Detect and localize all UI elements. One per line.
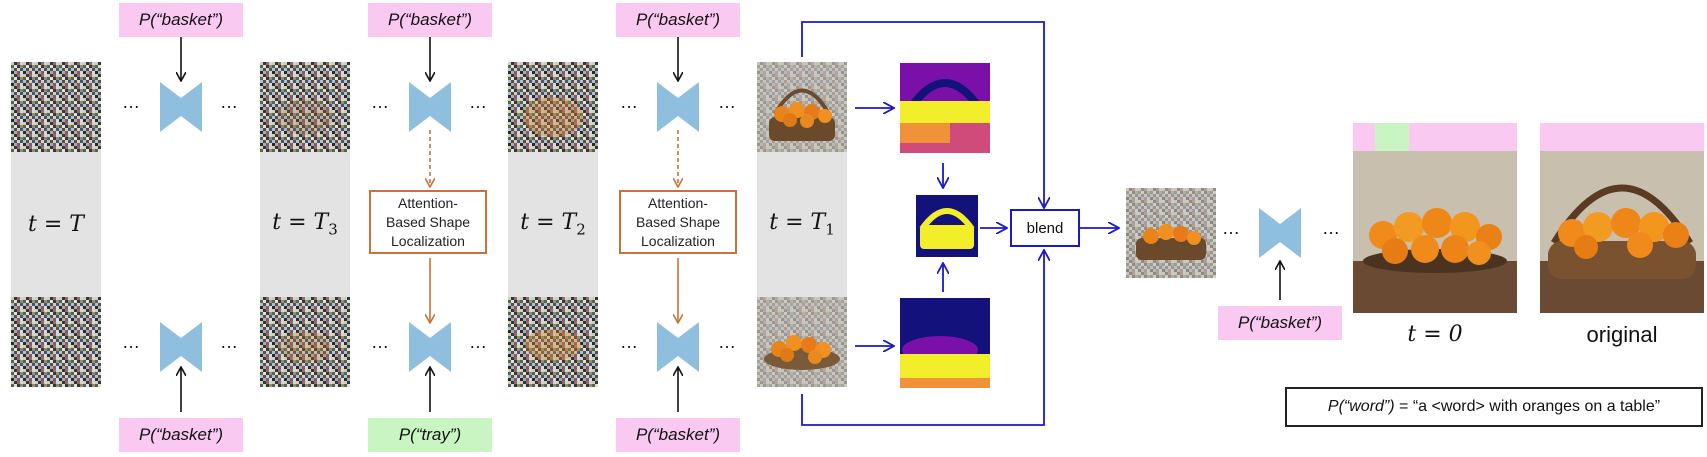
prompt-top-T2: P(“basket”)	[616, 3, 740, 37]
noise-image-T3-top	[260, 62, 350, 152]
unet-icon-T-bottom	[160, 322, 202, 372]
result-image-t0	[1353, 123, 1517, 313]
prompt-bottom-T2: P(“basket”)	[616, 418, 740, 452]
prompt-bottom-T3: P(“tray”)	[368, 418, 492, 452]
ellipsis: …	[469, 92, 487, 112]
legend-rhs: = “a <word> with oranges on a table”	[1394, 398, 1661, 415]
timestep-band-T: t = T	[11, 152, 101, 297]
ellipsis: …	[469, 332, 487, 352]
ellipsis: …	[371, 332, 389, 352]
ellipsis: …	[620, 332, 638, 352]
ellipsis: …	[220, 92, 238, 112]
timestep-band-T2: t = T2	[508, 152, 598, 297]
attention-map-bottom	[900, 298, 990, 388]
blend-box: blend	[1010, 209, 1080, 247]
prompt-final: P(“basket”)	[1218, 306, 1342, 340]
prompt-bottom-T: P(“basket”)	[119, 418, 243, 452]
shape-localization-box-T3: Attention- Based Shape Localization	[369, 190, 487, 254]
noise-image-T3-bottom	[260, 297, 350, 387]
unet-icon-T3-bottom	[409, 322, 451, 372]
prompt-legend: P(“word”) = “a <word> with oranges on a …	[1285, 387, 1703, 427]
unet-icon-final	[1259, 208, 1301, 258]
ellipsis: …	[620, 92, 638, 112]
noise-image-T-bottom	[11, 297, 101, 387]
shape-localization-box-T2: Attention- Based Shape Localization	[619, 190, 737, 254]
ellipsis: …	[122, 332, 140, 352]
caption-t0: t = 0	[1407, 322, 1463, 347]
timestep-band-T3: t = T3	[260, 152, 350, 297]
noise-image-T2-bottom	[508, 297, 598, 387]
legend-lhs: P(“word”)	[1327, 398, 1395, 415]
timestep-label-T3: t = T3	[272, 210, 338, 239]
attention-map-top	[900, 63, 990, 153]
caption-original: original	[1586, 322, 1658, 347]
ellipsis: …	[718, 332, 736, 352]
basket-image-T1-top	[757, 62, 847, 152]
tray-image-T1-bottom	[757, 297, 847, 387]
combined-mask	[916, 195, 978, 257]
unet-icon-T3-top	[409, 82, 451, 132]
ellipsis: …	[1322, 218, 1340, 238]
unet-icon-T2-top	[657, 82, 699, 132]
prompt-top-T3: P(“basket”)	[368, 3, 492, 37]
ellipsis: …	[220, 332, 238, 352]
prompt-top-T: P(“basket”)	[119, 3, 243, 37]
ellipsis: …	[718, 92, 736, 112]
timestep-label-T: t = T	[28, 212, 84, 237]
noise-image-T2-top	[508, 62, 598, 152]
unet-icon-T2-bottom	[657, 322, 699, 372]
original-image	[1540, 123, 1704, 313]
unet-icon-T-top	[160, 82, 202, 132]
noise-image-T-top	[11, 62, 101, 152]
ellipsis: …	[371, 92, 389, 112]
ellipsis: …	[122, 92, 140, 112]
timestep-label-T2: t = T2	[520, 210, 586, 239]
timestep-band-T1: t = T1	[757, 152, 847, 297]
blended-image	[1126, 188, 1216, 278]
ellipsis: …	[1222, 218, 1240, 238]
timestep-label-T1: t = T1	[769, 210, 835, 239]
